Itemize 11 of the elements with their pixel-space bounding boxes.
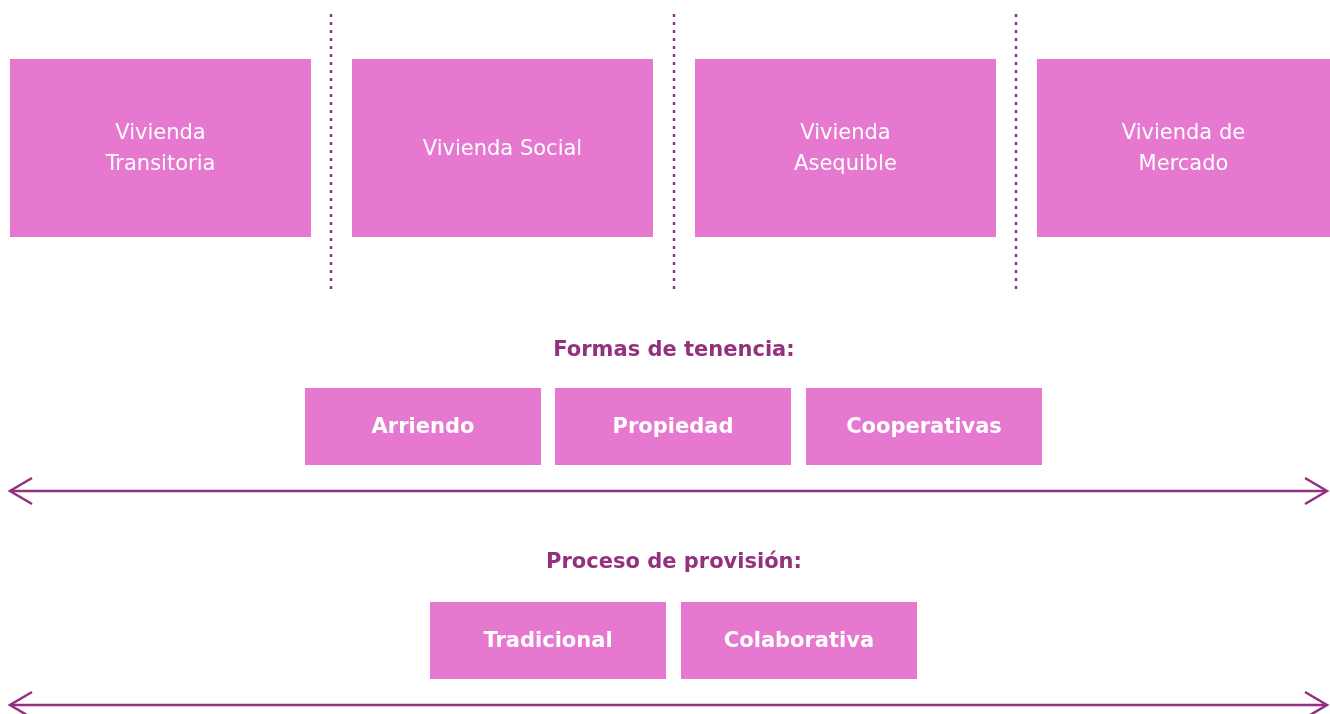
category-box: Cooperativas <box>806 388 1042 465</box>
category-box: Propiedad <box>555 388 791 465</box>
category-box: Vivienda de Mercado <box>1037 59 1330 237</box>
section-heading: Formas de tenencia: <box>553 337 795 361</box>
category-box: Vivienda Social <box>352 59 653 237</box>
category-box: Tradicional <box>430 602 666 679</box>
category-box: Arriendo <box>305 388 541 465</box>
category-box: Vivienda Transitoria <box>10 59 311 237</box>
category-box: Vivienda Asequible <box>695 59 996 237</box>
section-heading: Proceso de provisión: <box>546 549 802 573</box>
category-box: Colaborativa <box>681 602 917 679</box>
